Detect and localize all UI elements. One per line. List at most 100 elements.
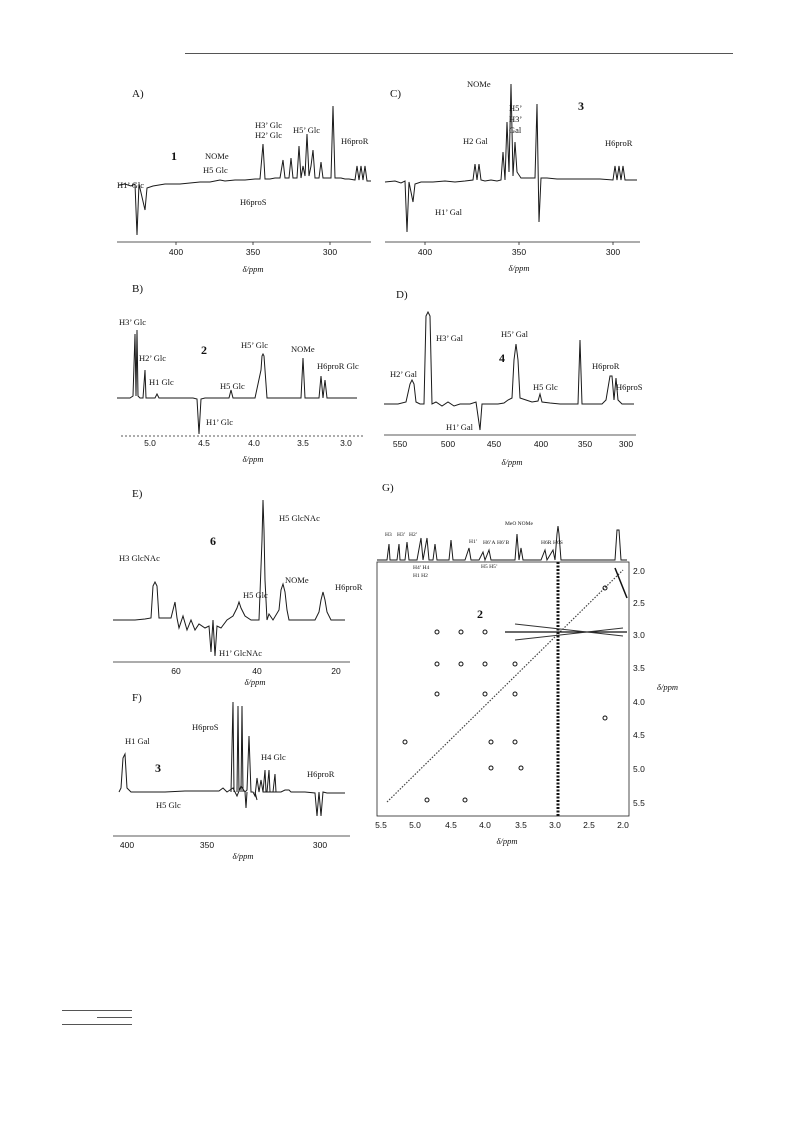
panel-a-tick: 300 <box>323 247 337 257</box>
annot-nome: NOMe <box>205 151 229 161</box>
panel-g-corner-peak <box>614 567 628 599</box>
panel-g-ylabel: δ/ppm <box>657 682 678 692</box>
annot-h3p: H3’ <box>509 114 522 124</box>
annot-h5p-gal: H5’ Gal <box>501 329 529 339</box>
annot-h6pros: H6proS <box>192 722 219 732</box>
panel-g-ytick: 4.5 <box>633 730 645 740</box>
annot-h2-gal: H2 Gal <box>463 136 488 146</box>
annot-h1-gal: H1 Gal <box>125 736 150 746</box>
proj-label-h6r: H6R <box>541 540 552 546</box>
cross-peak <box>602 715 608 721</box>
panel-d-spectrum <box>384 310 634 431</box>
panel-f-tick: 400 <box>120 840 134 850</box>
cross-peak <box>434 629 440 635</box>
proj-label-h4p-h4: H4’ H4 <box>413 565 429 571</box>
cross-peak <box>462 797 468 803</box>
panel-f-tick: 300 <box>313 840 327 850</box>
annot-h6pros: H6proS <box>240 197 267 207</box>
panel-g-label: G) <box>382 482 394 494</box>
panel-a-spectrum <box>118 105 371 236</box>
cross-peak <box>402 739 408 745</box>
panel-d-tick: 350 <box>578 439 592 449</box>
panel-g-cross-line <box>514 627 624 641</box>
annot-h6pror-glc: H6proR Glc <box>317 361 359 371</box>
annot-h5-glc: H5 Glc <box>533 382 558 392</box>
panel-g-xlabel: δ/ppm <box>497 836 518 846</box>
panel-a-svg: A) 1 400 350 300 δ/ppm H1’ Glc NOMe H5 G… <box>117 88 371 274</box>
annot-h1p-gal: H1’ Gal <box>446 422 474 432</box>
panel-g-xtick: 4.5 <box>445 820 457 830</box>
annot-h6pror: H6proR <box>307 769 335 779</box>
panel-c-compound: 3 <box>578 99 584 113</box>
panel-f-label: F) <box>132 692 142 704</box>
panel-c-tick: 400 <box>418 247 432 257</box>
panel-a-xlabel: δ/ppm <box>243 264 264 274</box>
panel-b-tick: 4.5 <box>198 438 210 448</box>
panel-f-xlabel: δ/ppm <box>233 851 254 861</box>
panel-f: F) 3 400 350 300 δ/ppm H6proS H1 Gal H4 … <box>105 688 375 863</box>
panel-f-peaks <box>230 701 277 809</box>
proj-label-h5-h5p: H5 H5’ <box>481 564 498 570</box>
panel-f-compound: 3 <box>155 761 161 775</box>
annot-h6pror: H6proR <box>592 361 620 371</box>
cross-peak <box>482 691 488 697</box>
panel-g-xtick: 2.0 <box>617 820 629 830</box>
cross-peak <box>602 585 608 591</box>
annot-h5-glc: H5 Glc <box>220 381 245 391</box>
panel-a-label: A) <box>132 88 144 100</box>
cross-peak <box>518 765 524 771</box>
panel-g-plot-area <box>376 561 630 817</box>
proj-label-h6pa: H6’A <box>483 540 496 546</box>
panel-c-label: C) <box>390 88 401 100</box>
panel-d-tick: 300 <box>619 439 633 449</box>
panel-b-tick: 4.0 <box>248 438 260 448</box>
panel-e-xlabel-svg: δ/ppm <box>245 677 266 687</box>
panel-e-tick: 60 <box>171 666 181 676</box>
panel-g-xtick: 5.0 <box>409 820 421 830</box>
panel-g-ytick: 2.0 <box>633 566 645 576</box>
annot-h5p-glc: H5’ Glc <box>293 125 320 135</box>
panel-b: B) 2 5.0 4.5 4.0 3.5 3.0 δ/ppm H3’ Glc H… <box>105 282 375 472</box>
cross-peak <box>482 629 488 635</box>
proj-label-h6s: H6S <box>553 540 563 546</box>
panel-c: C) 3 400 350 300 δ/ppm NOMe H5’ H3’ Gal … <box>384 72 650 282</box>
panel-b-tick: 3.5 <box>297 438 309 448</box>
annot-h5-glc: H5 Glc <box>156 800 181 810</box>
panel-a-compound: 1 <box>171 149 177 163</box>
panel-g-compound: 2 <box>477 607 483 621</box>
panel-g-xtick: 4.0 <box>479 820 491 830</box>
panel-c-xlabel: δ/ppm <box>509 263 530 273</box>
annot-nome: NOMe <box>467 79 491 89</box>
panel-c-tick: 350 <box>512 247 526 257</box>
proj-label-h3: H3 <box>385 532 392 538</box>
panel-b-svg: B) 2 5.0 4.5 4.0 3.5 3.0 δ/ppm H3’ Glc H… <box>117 283 363 464</box>
cross-peak <box>512 661 518 667</box>
panel-e-tick: 40 <box>252 666 262 676</box>
annot-h1-glc: H1 Glc <box>149 377 174 387</box>
annot-h6pros: H6proS <box>616 382 643 392</box>
panel-e-xlabel: δ/ppm <box>245 677 266 687</box>
panel-c-tick: 300 <box>606 247 620 257</box>
annot-h5p: H5’ <box>509 103 522 113</box>
panel-b-compound: 2 <box>201 343 207 357</box>
proj-label-h3p: H3’ <box>397 532 406 538</box>
proj-label-h1p: H1’ <box>469 539 478 545</box>
annot-nome: NOMe <box>291 344 315 354</box>
panel-d-label: D) <box>396 289 408 301</box>
panel-g-xtick: 3.0 <box>549 820 561 830</box>
panel-g-svg: G) <box>375 482 678 846</box>
cross-peak <box>458 629 464 635</box>
annot-h1p-glc-neg: H1’ Glc <box>206 417 233 427</box>
panel-d-tick: 450 <box>487 439 501 449</box>
panel-d-tick: 400 <box>534 439 548 449</box>
annot-h6pror: H6proR <box>341 136 369 146</box>
panel-d-tick: 500 <box>441 439 455 449</box>
cross-peak <box>482 661 488 667</box>
annot-h3p-gal: H3’ Gal <box>436 333 464 343</box>
footnote-rule <box>62 1010 132 1011</box>
panel-g-xtick: 5.5 <box>375 820 387 830</box>
annot-h1p-gal: H1’ Gal <box>435 207 463 217</box>
panel-b-label: B) <box>132 283 143 295</box>
annot-h4-glc: H4 Glc <box>261 752 286 762</box>
